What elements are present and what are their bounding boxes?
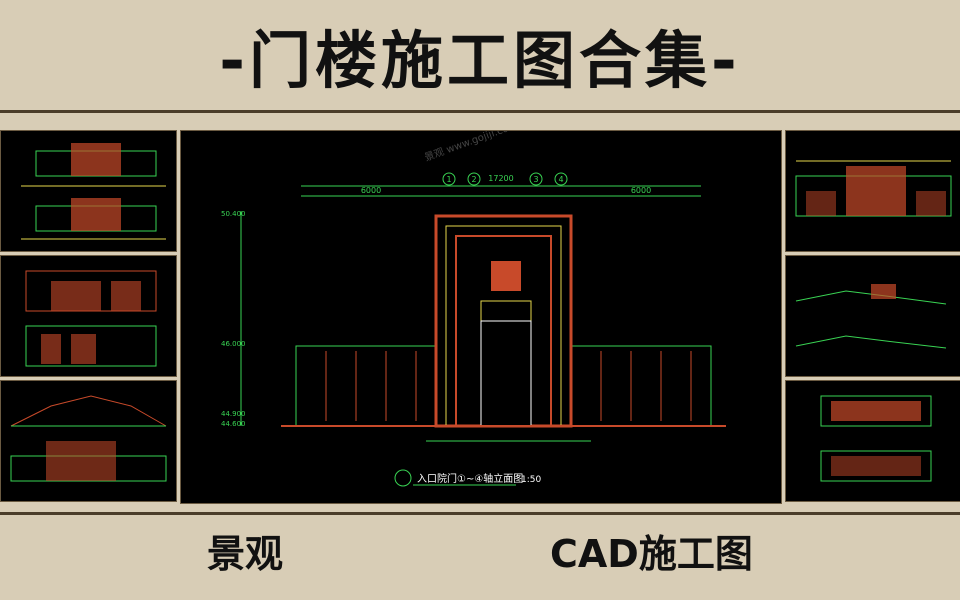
thumbnail-drawing-right-3[interactable] [785,380,960,502]
elev-top: 50.400 [221,210,246,218]
thumbnail-drawing-left-1[interactable] [0,130,177,252]
dim-left: 6000 [361,186,381,195]
drawing-caption: 入口院门①~④轴立面图 [417,472,523,485]
dim-right: 6000 [631,186,651,195]
title-bar: -门楼施工图合集- [0,0,960,110]
elev-low2: 44.600 [221,420,246,428]
caption-right: CAD施工图 [550,532,753,576]
axis-4: 4 [558,175,563,184]
elev-low1: 44.900 [221,410,246,418]
axis-2: 2 [471,175,476,184]
axis-1: 1 [446,175,451,184]
elev-mid: 46.000 [221,340,246,348]
thumbnail-drawing-left-3[interactable] [0,380,177,502]
page-title: -门楼施工图合集- [219,24,741,97]
thumbnail-drawing-right-1[interactable] [785,130,960,252]
axis-3: 3 [533,175,538,184]
thumbnail-drawing-right-2[interactable] [785,255,960,377]
caption-left: 景观 [207,532,284,576]
dim-total: 17200 [488,174,513,183]
divider-top [0,110,960,113]
watermark: 景观 www.gojiji.com [423,131,519,164]
drawing-scale: 1:50 [521,475,541,485]
divider-bottom [0,512,960,515]
main-elevation-drawing[interactable]: 17200 6000 6000 1 2 3 4 50.400 46.000 44… [180,130,782,504]
thumbnail-drawing-left-2[interactable] [0,255,177,377]
